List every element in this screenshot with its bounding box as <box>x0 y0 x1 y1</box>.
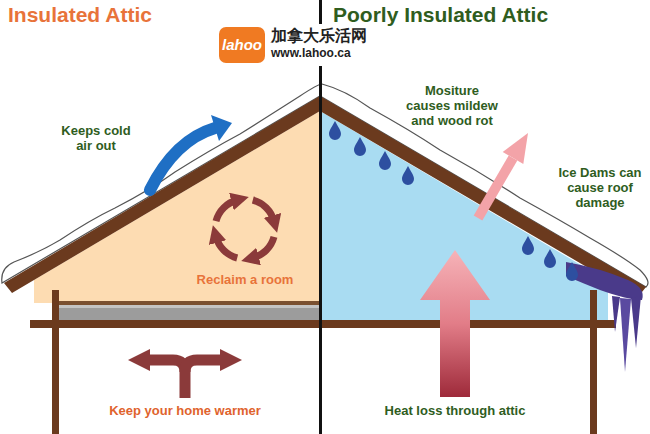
callout-label: Ice Dams can cause roof damage <box>558 166 642 211</box>
callout-label: Keeps cold air out <box>56 124 136 154</box>
watermark-url: www.lahoo.ca <box>271 47 351 61</box>
callout-label: Heat loss through attic <box>365 404 545 419</box>
panel-title: Poorly Insulated Attic <box>333 3 548 27</box>
watermark-logo: lahoo <box>219 27 265 63</box>
watermark-text: 加拿大乐活网 <box>271 27 367 45</box>
callout-label: Keep your home warmer <box>90 404 280 419</box>
callout-label: Mositure causes mildew and wood rot <box>402 84 502 129</box>
panel-title: Insulated Attic <box>8 3 152 27</box>
callout-label: Reclaim a room <box>185 273 305 288</box>
